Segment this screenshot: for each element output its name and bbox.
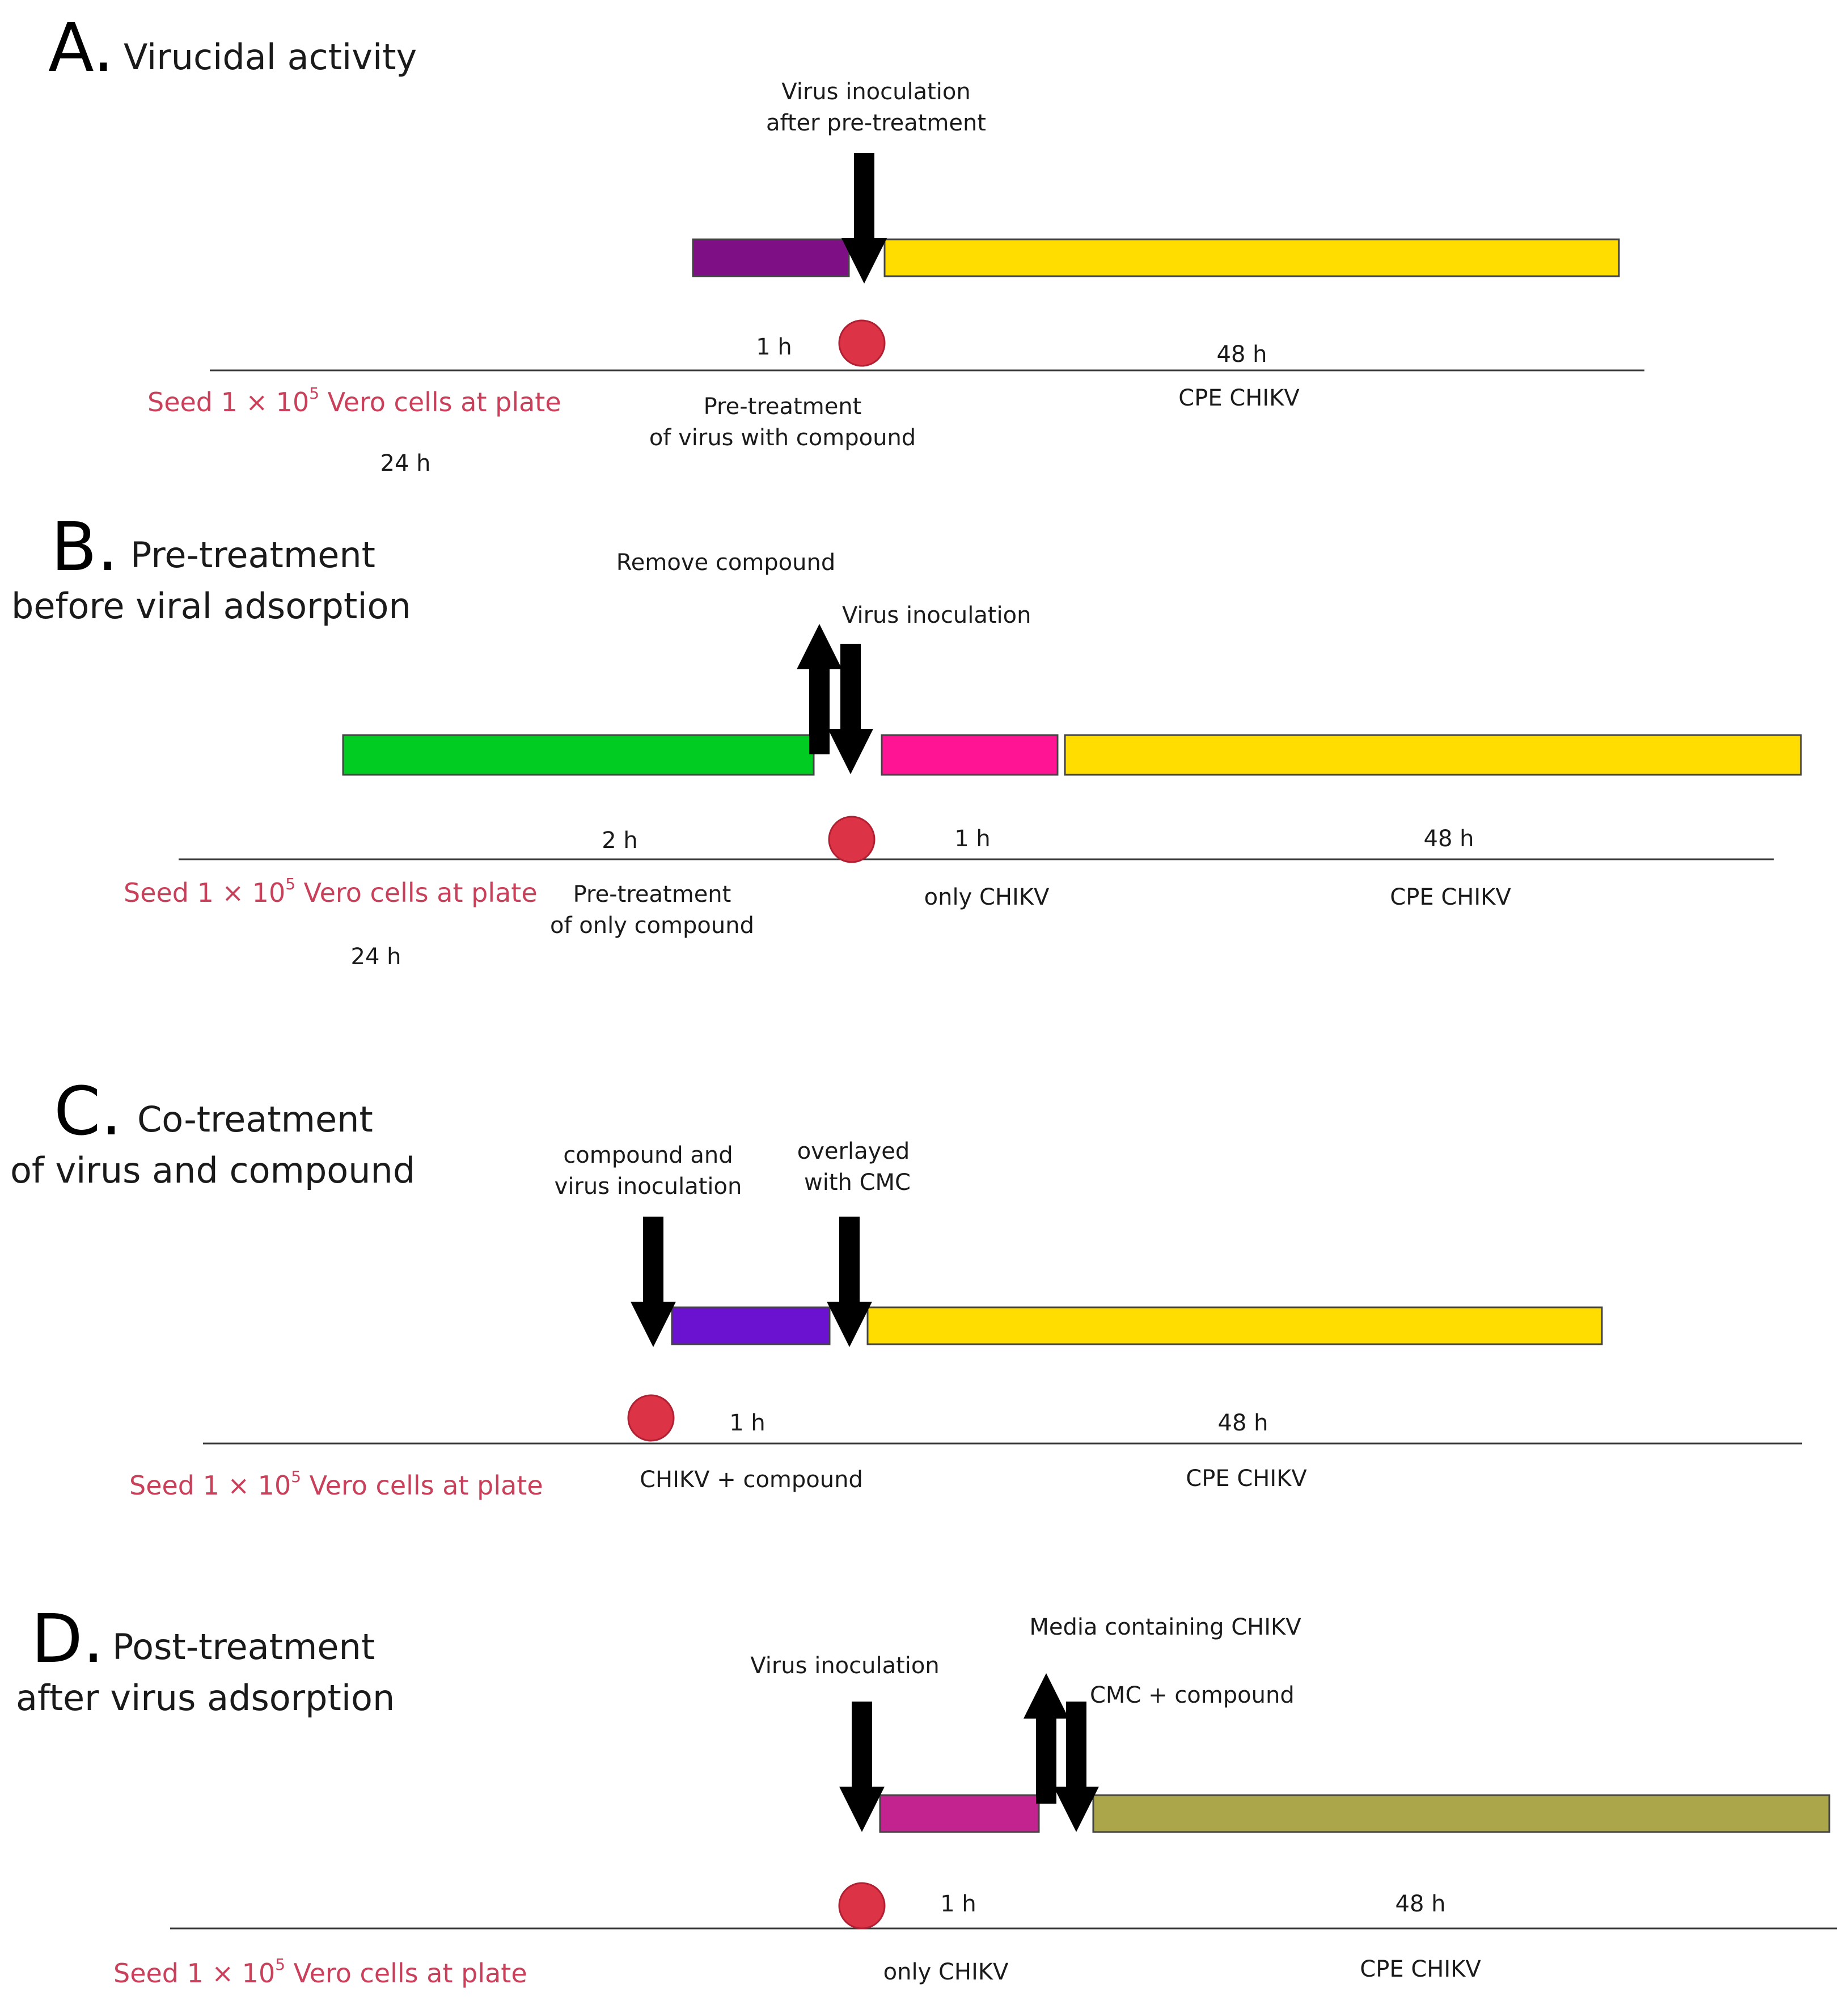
panel-c: C. Co-treatment of virus and compound co… [10,1072,1802,1501]
panel-b-seed-time: 24 h [351,944,401,970]
panel-a-duration-1h: 1 h [756,334,792,360]
panel-b-heading-line2: before viral adsorption [11,585,411,627]
panel-d-arrow-label-inoculation: Virus inoculation [750,1653,939,1679]
panel-a-heading: Virucidal activity [124,36,417,78]
panel-a-arrow-label-line1: Virus inoculation [781,79,970,105]
panel-c-duration-1h: 1 h [729,1410,766,1436]
panel-d-timepoint-dot [838,1882,886,1930]
panel-d-arrow-label-media: Media containing CHIKV [1029,1614,1301,1640]
panel-c-heading-line1: Co-treatment [137,1099,373,1140]
panel-b-bar-cpe [1064,734,1802,776]
panel-a-duration-48h: 48 h [1217,341,1267,368]
panel-a-seed-label: Seed 1 × 105 Vero cells at plate [147,384,561,417]
panel-c-duration-48h: 48 h [1218,1410,1268,1436]
panel-c-phase-cotreatment: CHIKV + compound [640,1467,863,1493]
panel-d-inoculation-arrow [839,1702,885,1832]
panel-d-arrow-label-cmc: CMC + compound [1090,1682,1295,1708]
panel-c-arrow-label-1-line2: virus inoculation [555,1174,742,1200]
panel-c-bar-cotreatment [671,1306,831,1345]
panel-b-phase-pretreatment-line1: Pre-treatment [573,881,731,907]
panel-a-arrow-label-line2: after pre-treatment [766,110,986,136]
panel-c-bar-cpe [866,1306,1603,1345]
panel-b-arrow-label-inoculation: Virus inoculation [842,602,1031,628]
panel-b-heading-line1: Pre-treatment [130,534,375,576]
panel-b-bar-pretreatment [342,734,815,776]
panel-d-duration-48h: 48 h [1395,1891,1446,1917]
panel-b-duration-48h: 48 h [1424,826,1474,852]
panel-c-arrow-label-2-line2: with CMC [804,1170,911,1196]
panel-d-media-removal-arrow [1024,1673,1069,1804]
panel-a-seed-time: 24 h [380,450,431,476]
panel-a-phase-pretreatment-line1: Pre-treatment [704,394,862,420]
panel-b-phase-only-chikv: only CHIKV [924,884,1050,910]
panel-d-phase-cpe: CPE CHIKV [1360,1956,1481,1982]
panel-a-phase-pretreatment-line2: of virus with compound [649,425,916,451]
panel-b: B. Pre-treatment before viral adsorption… [11,508,1802,970]
panel-a-phase-cpe: CPE CHIKV [1178,385,1300,411]
panel-b-bar-only-chikv [881,734,1059,776]
panel-d-phase-only-chikv: only CHIKV [883,1959,1009,1985]
panel-d-bar-only-chikv [879,1794,1040,1833]
panel-c-inoculation-arrow [631,1217,676,1347]
panel-a: A. Virucidal activity Virus inoculation … [48,9,1644,476]
panel-c-arrow-label-2-line1: overlayed [797,1138,910,1164]
panel-c-heading-line2: of virus and compound [10,1150,415,1191]
panel-d-letter: D. [31,1599,104,1678]
panel-c-timepoint-dot [627,1394,675,1442]
panel-d-cmc-compound-arrow [1054,1702,1099,1832]
panel-c-seed-label: Seed 1 × 105 Vero cells at plate [129,1467,543,1501]
panel-b-phase-pretreatment-line2: of only compound [550,913,754,939]
panel-d-seed-label: Seed 1 × 105 Vero cells at plate [113,1955,527,1989]
panel-a-letter: A. [48,9,114,87]
panel-d-heading-line1: Post-treatment [112,1626,375,1668]
panel-c-phase-cpe: CPE CHIKV [1186,1466,1307,1492]
panel-d-heading-line2: after virus adsorption [16,1677,395,1719]
panel-b-seed-label: Seed 1 × 105 Vero cells at plate [124,875,538,908]
panel-b-letter: B. [51,508,118,586]
panel-c-letter: C. [54,1072,122,1150]
panel-a-bar-pretreatment [692,238,850,277]
panel-a-bar-cpe [883,238,1620,277]
panel-c-overlay-arrow [827,1217,872,1347]
panel-a-timepoint-dot [838,319,886,367]
panel-b-timepoint-dot [828,816,876,863]
panel-b-duration-2h: 2 h [602,828,638,854]
panel-d: D. Post-treatment after virus adsorption… [16,1599,1837,1989]
panel-d-duration-1h: 1 h [940,1891,976,1917]
panel-c-arrow-label-1-line1: compound and [563,1142,733,1168]
panel-b-arrow-label-remove: Remove compound [616,550,835,576]
panel-b-duration-1h: 1 h [954,826,991,852]
panel-d-bar-cpe [1092,1794,1830,1833]
panel-b-phase-cpe: CPE CHIKV [1390,884,1511,910]
